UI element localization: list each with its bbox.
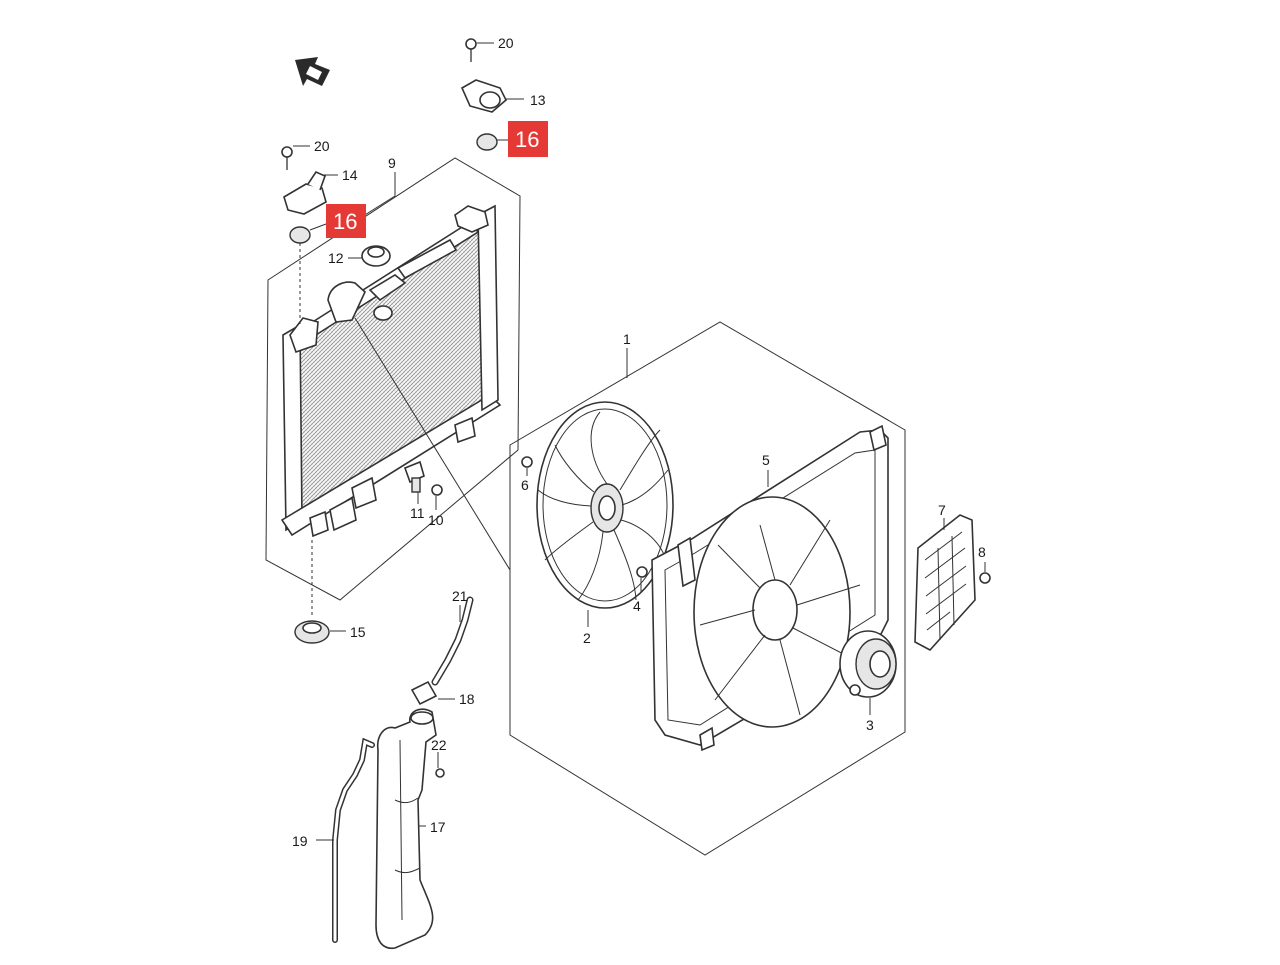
part-label-16-left: 16 (333, 209, 357, 234)
part-label-1: 1 (623, 331, 631, 347)
part-label-3: 3 (866, 717, 874, 733)
part-label-8: 8 (978, 544, 986, 560)
fan-motor (839, 630, 897, 698)
part-label-13: 13 (530, 92, 546, 108)
part-label-12: 12 (328, 250, 344, 266)
highlight-badge-left (326, 204, 366, 238)
coolant-reservoir-tank (375, 708, 437, 950)
mount-cushion-right (476, 133, 498, 151)
fan-nut (521, 456, 533, 468)
cover-screw (979, 572, 991, 584)
part-label-21: 21 (452, 588, 468, 604)
bolt-icon (465, 38, 477, 62)
radiator-left-mount (289, 317, 319, 354)
part-label-20-right: 20 (498, 35, 514, 51)
radiator-group-boundary (265, 157, 521, 601)
part-label-16-right: 16 (515, 127, 539, 152)
fan-group-boundary (509, 321, 906, 856)
hose-clamp (410, 680, 438, 706)
overflow-pipe (332, 737, 375, 943)
part-label-20-left: 20 (314, 138, 330, 154)
drain-plug-o-ring (411, 477, 421, 493)
part-label-15: 15 (350, 624, 366, 640)
part-label-22: 22 (431, 737, 447, 753)
part-label-14: 14 (342, 167, 358, 183)
part-label-4: 4 (633, 598, 641, 614)
cooling-fan-blade (536, 401, 674, 609)
upper-mount-bracket-left (283, 183, 327, 215)
radiator-bottom-rail (280, 393, 502, 537)
radiator-right-tank (477, 204, 499, 412)
part-label-11: 11 (410, 505, 425, 521)
radiator-outlet-pipe (373, 305, 393, 321)
fan-shroud (651, 424, 889, 752)
drain-cock (403, 460, 425, 484)
shroud-cover-grille (914, 514, 976, 652)
part-label-17: 17 (430, 819, 446, 835)
drain-plug-bolt (431, 484, 443, 496)
front-direction-arrow-icon (295, 57, 330, 86)
reservoir-cap (410, 711, 434, 725)
part-label-9: 9 (388, 155, 396, 171)
bolt-icon (281, 146, 293, 170)
part-label-7: 7 (938, 502, 946, 518)
part-label-5: 5 (762, 452, 770, 468)
part-label-2: 2 (583, 630, 591, 646)
reservoir-bolt (435, 768, 445, 778)
part-label-6: 6 (521, 477, 529, 493)
radiator-left-tank (282, 323, 303, 532)
part-label-10: 10 (428, 512, 444, 528)
radiator-upper-hose-neck (327, 281, 366, 323)
highlight-badge-right (508, 121, 548, 157)
shroud-screw (636, 566, 648, 578)
part-label-19: 19 (292, 833, 308, 849)
radiator-assembly (265, 157, 521, 601)
radiator-top-bracket (454, 205, 489, 233)
part-label-18: 18 (459, 691, 475, 707)
mount-cushion-left (289, 226, 311, 244)
